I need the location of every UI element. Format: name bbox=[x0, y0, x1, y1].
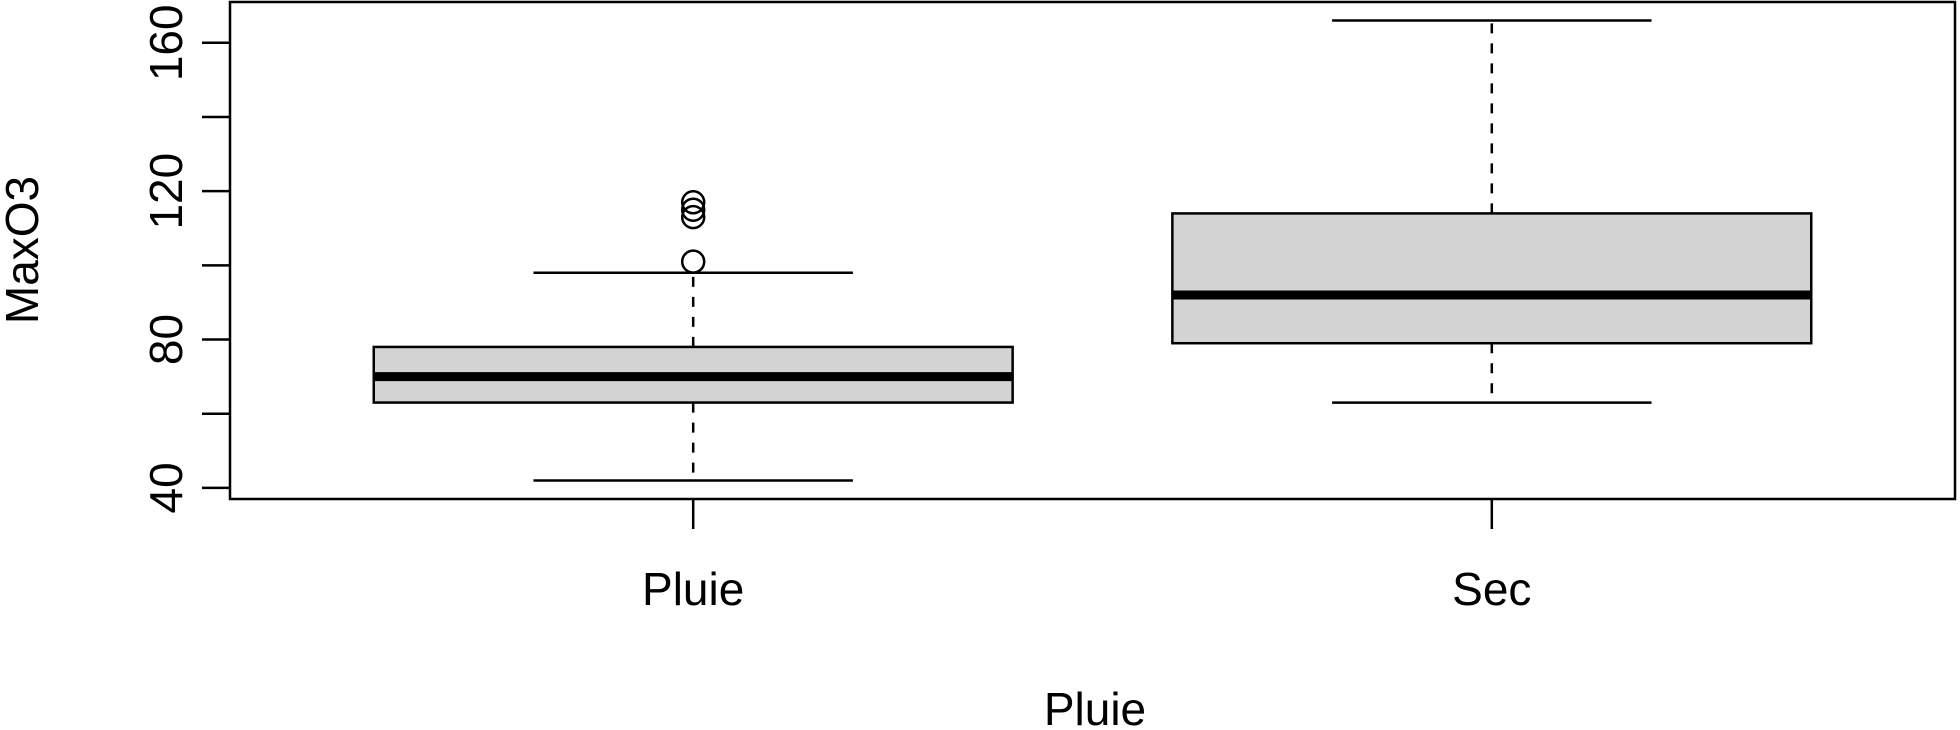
x-tick-label: Sec bbox=[1452, 563, 1531, 615]
y-tick-label: 80 bbox=[140, 314, 192, 365]
outlier-point bbox=[680, 190, 706, 215]
y-tick-label: 160 bbox=[140, 4, 192, 81]
y-axis-label: MaxO3 bbox=[0, 176, 48, 324]
outlier-point bbox=[680, 249, 706, 274]
outlier-point bbox=[680, 204, 706, 230]
outlier-point bbox=[680, 197, 706, 222]
plot-frame bbox=[228, 0, 1957, 501]
y-tick-label: 120 bbox=[140, 153, 192, 230]
y-tick-label: 40 bbox=[140, 462, 192, 513]
x-axis-label: Pluie bbox=[1044, 683, 1146, 730]
x-tick-label: Pluie bbox=[642, 563, 744, 615]
box-sec bbox=[1171, 212, 1813, 345]
